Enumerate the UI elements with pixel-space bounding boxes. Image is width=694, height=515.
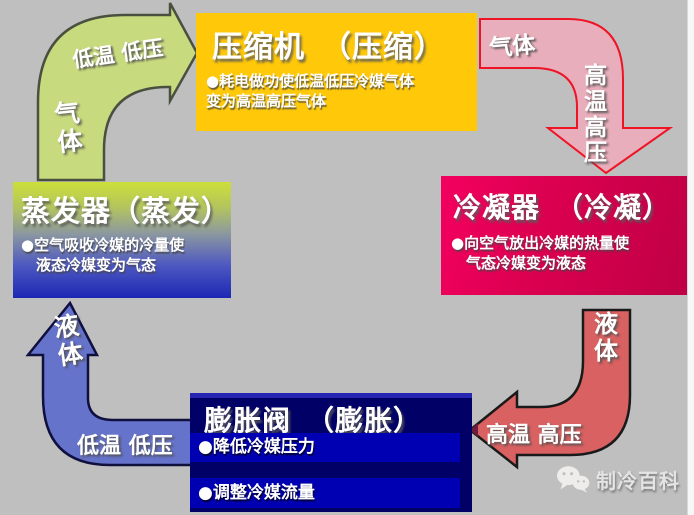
compressor-box: 压缩机 （压缩） ●耗电做功使低温低压冷媒气体 变为高温高压气体 (196, 13, 477, 131)
evaporator-title: 蒸发器（蒸发） (21, 194, 232, 228)
evaporator-box: 蒸发器（蒸发） ●空气吸收冷媒的冷量使 液态冷媒变为气态 (13, 182, 231, 298)
expansion-valve-title: 膨胀阀 （膨胀） (204, 404, 423, 437)
condenser-body-line1: ●向空气放出冷媒的热量使 (451, 234, 630, 252)
watermark-text: 制冷百科 (596, 468, 680, 493)
red-arrow-phase-label: 液体 (594, 309, 618, 365)
evaporator-body-line2: 液态冷媒变为气态 (36, 255, 157, 274)
pink-elbow-arrow-shape (479, 18, 674, 175)
compressor-to-condenser-arrow (479, 18, 674, 175)
watermark: 制冷百科 (556, 464, 680, 494)
pink-arrow-phase-label: 气体 (488, 31, 537, 62)
compressor-body-line1: ●耗电做功使低温低压冷媒气体 (206, 72, 415, 90)
expansion-bullet-band-1: ●降低冷媒压力 (190, 433, 460, 462)
red-elbow-arrow-shape (467, 308, 632, 470)
condenser-box: 冷凝器 （冷凝） ●向空气放出冷媒的热量使 气态冷媒变为液态 (441, 176, 688, 295)
green-arrow-phase-label: 气体 (53, 97, 84, 158)
red-arrow-tip-overlap (470, 423, 478, 437)
expansion-bullet-2: ●调整冷媒流量 (198, 482, 315, 503)
compressor-title: 压缩机 （压缩） (212, 30, 445, 65)
blue-arrow-state-label: 低温 低压 (77, 433, 173, 459)
wechat-icon (556, 466, 590, 493)
red-arrow-state-label: 高温 高压 (486, 422, 582, 448)
expansion-valve-box: 膨胀阀 （膨胀） ●降低冷媒压力 ●调整冷媒流量 (190, 393, 472, 512)
evaporator-body-line1: ●空气吸收冷媒的冷量使 (21, 236, 185, 254)
evaporator-to-compressor-arrow (36, 2, 199, 182)
green-elbow-arrow-shape (36, 2, 199, 182)
condenser-title: 冷凝器 （冷凝） (453, 191, 672, 224)
expansion-box-top-strip (190, 393, 472, 398)
pink-arrow-state-label: 高温高压 (584, 62, 607, 167)
slide-right-edge (687, 0, 694, 515)
condenser-to-expansion-arrow (467, 308, 632, 470)
condenser-body-line2: 气态冷媒变为液态 (466, 253, 587, 272)
compressor-body-line2: 变为高温高压气体 (206, 91, 327, 110)
expansion-bullet-1: ●降低冷媒压力 (198, 437, 315, 458)
blue-elbow-arrow-shape (25, 300, 194, 467)
expansion-bullet-band-2: ●调整冷媒流量 (190, 478, 460, 508)
expansion-to-evaporator-arrow (25, 300, 194, 467)
